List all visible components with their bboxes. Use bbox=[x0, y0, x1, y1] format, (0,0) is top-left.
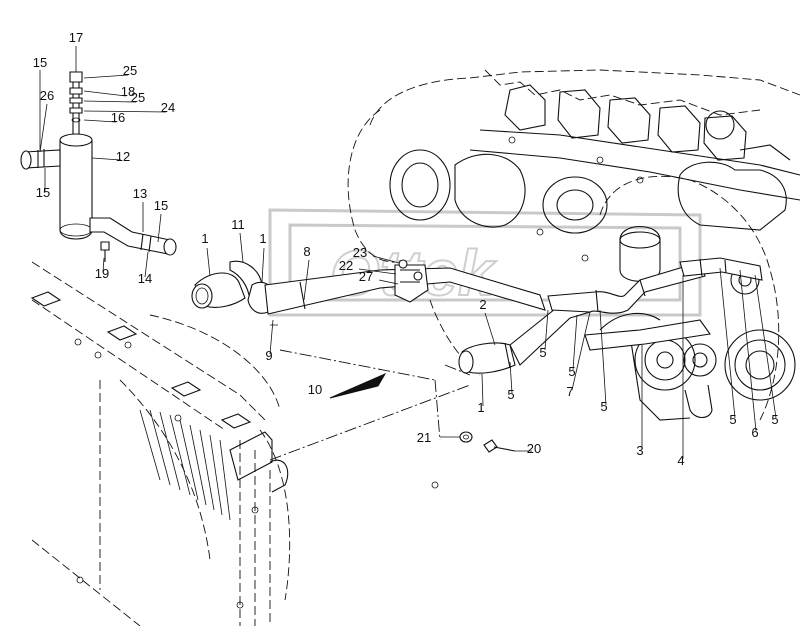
callout-c7: 7 bbox=[566, 384, 573, 399]
callout-c26: 26 bbox=[40, 88, 54, 103]
callout-c9: 9 bbox=[265, 348, 272, 363]
direction-arrow bbox=[329, 372, 387, 399]
callout-c18: 18 bbox=[121, 84, 135, 99]
coolant-hoses bbox=[191, 257, 763, 374]
callout-c15b: 15 bbox=[36, 185, 50, 200]
callout-c3: 3 bbox=[636, 443, 643, 458]
callout-c12: 12 bbox=[116, 149, 130, 164]
callout-c5f: 5 bbox=[771, 412, 778, 427]
callout-c10: 10 bbox=[308, 382, 322, 397]
callout-c2: 2 bbox=[479, 297, 486, 312]
callout-c24: 24 bbox=[161, 100, 175, 115]
callout-c13: 13 bbox=[133, 186, 147, 201]
callout-c5a: 5 bbox=[507, 387, 514, 402]
centerlines bbox=[269, 349, 471, 461]
callout-c15a: 15 bbox=[33, 55, 47, 70]
callout-c25b: 25 bbox=[131, 90, 145, 105]
callout-c1c: 1 bbox=[477, 400, 484, 415]
fasteners bbox=[459, 431, 516, 453]
callout-c5b: 5 bbox=[539, 345, 546, 360]
callout-c15c: 15 bbox=[154, 198, 168, 213]
callout-c16: 16 bbox=[111, 110, 125, 125]
callout-c1a: 1 bbox=[201, 231, 208, 246]
callout-c14: 14 bbox=[138, 271, 152, 286]
callout-c17: 17 bbox=[69, 30, 83, 45]
radiator bbox=[30, 261, 291, 627]
callout-c5c: 5 bbox=[568, 364, 575, 379]
callout-c5d: 5 bbox=[600, 399, 607, 414]
callout-c27: 27 bbox=[359, 269, 373, 284]
callout-c11: 11 bbox=[231, 217, 245, 232]
engine-assembly bbox=[347, 69, 801, 489]
callout-c22: 22 bbox=[339, 258, 353, 273]
callout-c21: 21 bbox=[417, 430, 431, 445]
callout-c6: 6 bbox=[751, 425, 758, 440]
callout-c25a: 25 bbox=[123, 63, 137, 78]
expansion-tank bbox=[20, 71, 177, 262]
callout-c4: 4 bbox=[677, 453, 684, 468]
callout-c1b: 1 bbox=[259, 231, 266, 246]
callout-c23: 23 bbox=[353, 245, 367, 260]
callout-c5e: 5 bbox=[729, 412, 736, 427]
callout-c8: 8 bbox=[303, 244, 310, 259]
callout-c19: 19 bbox=[95, 266, 109, 281]
callout-c20: 20 bbox=[527, 441, 541, 456]
leader-lines bbox=[39, 46, 777, 459]
